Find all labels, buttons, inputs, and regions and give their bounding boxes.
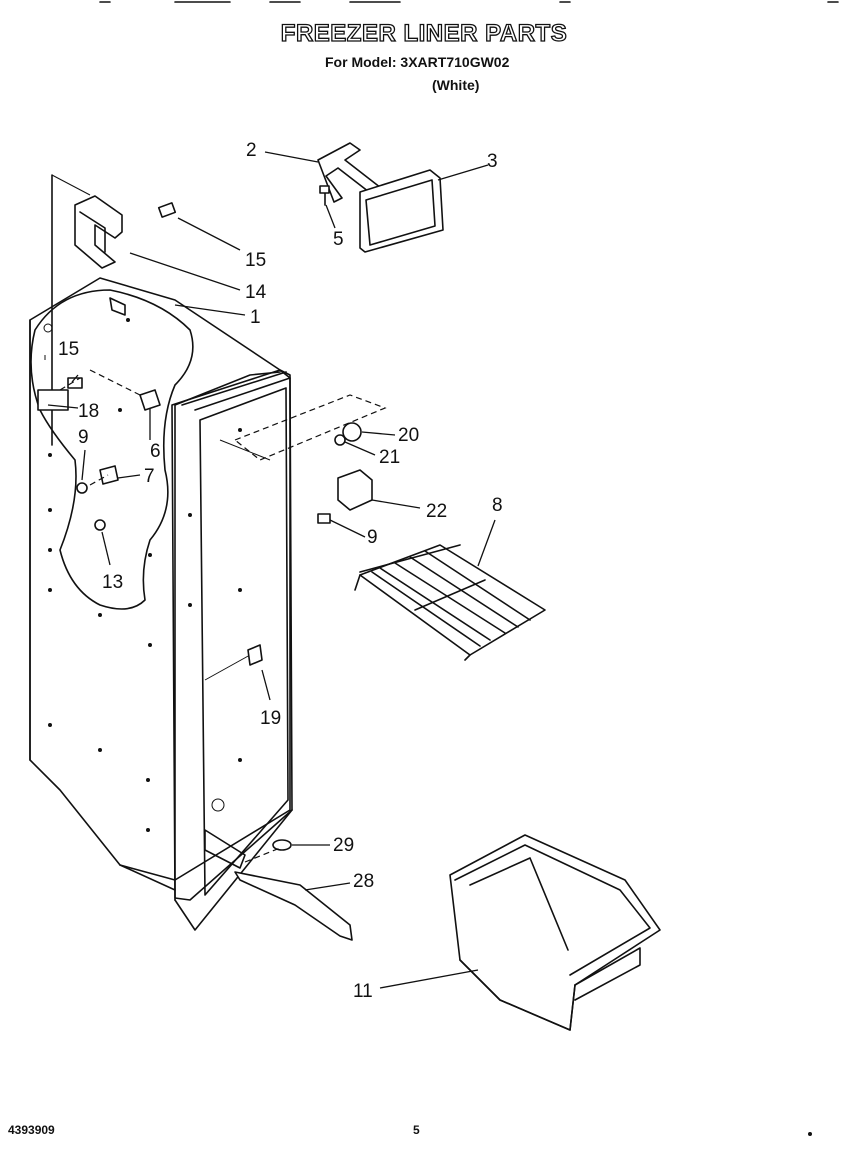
callout-18: 18: [78, 401, 99, 422]
bottom-track: [234, 839, 353, 941]
shelf-supports: [233, 394, 387, 524]
light-shield-assembly: [317, 142, 444, 253]
page-number: 5: [413, 1123, 420, 1137]
callout-29: 29: [333, 835, 354, 856]
liner-mounting-holes: [48, 318, 242, 832]
callout-8: 8: [492, 495, 503, 516]
page-title: FREEZER LINER PARTS: [280, 19, 568, 47]
callout-22: 22: [426, 501, 447, 522]
callout-21: 21: [379, 447, 400, 468]
callout-13: 13: [102, 572, 123, 593]
callout-9-shelf: 9: [367, 527, 378, 548]
document-number: 4393909: [8, 1123, 55, 1137]
part-19-clip: [247, 644, 263, 666]
callout-11: 11: [353, 981, 373, 1002]
callout-5: 5: [333, 229, 344, 250]
freezer-liner: [29, 277, 293, 931]
callout-28: 28: [353, 871, 374, 892]
footer-mark: [808, 1132, 812, 1136]
liner-internal-hardware: [37, 355, 161, 531]
callout-9-liner: 9: [78, 427, 89, 448]
callout-6: 6: [150, 441, 161, 462]
callout-2: 2: [246, 140, 257, 161]
callout-7: 7: [144, 466, 155, 487]
callout-15-liner: 15: [58, 339, 79, 360]
callout-labels: 2 3 5 15 14 1 15 18 9 6 7 13 20 21 22 9 …: [58, 140, 503, 1002]
color-variant: (White): [432, 77, 480, 93]
wire-shelf: [354, 544, 546, 661]
model-line: For Model: 3XART710GW02: [325, 54, 510, 70]
callout-19: 19: [260, 708, 281, 729]
callout-20: 20: [398, 425, 419, 446]
callout-3: 3: [487, 151, 498, 172]
callout-leaders: [47, 151, 496, 989]
callout-1: 1: [250, 307, 261, 328]
callout-15-top: 15: [245, 250, 266, 271]
storage-bin: [449, 834, 661, 1031]
callout-14: 14: [245, 282, 267, 303]
